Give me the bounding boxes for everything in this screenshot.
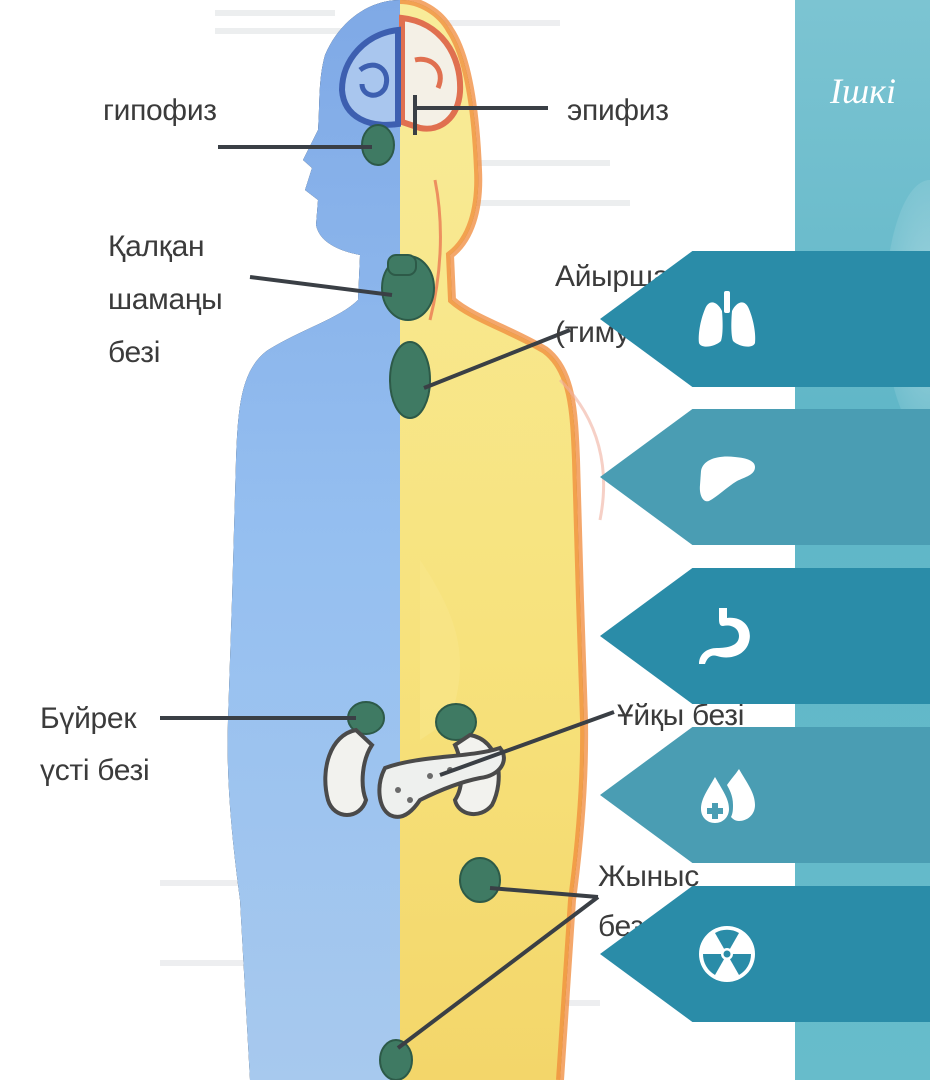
tab-shape (600, 886, 930, 1022)
tab-stomach[interactable] (600, 568, 930, 704)
tab-shape (600, 727, 930, 863)
tab-shape (600, 251, 930, 387)
label-hypophysis: гипофиз (103, 92, 217, 129)
label-adrenal-2: үсті безі (40, 752, 149, 789)
label-thyroid-2: шамаңы (108, 281, 222, 318)
stomach-icon (695, 606, 759, 666)
lungs-icon (695, 289, 759, 349)
blood-drops-icon (695, 765, 759, 825)
thymus-gland (390, 342, 430, 418)
label-thyroid-1: Қалқан (108, 228, 204, 265)
label-thyroid-3: безі (108, 334, 160, 371)
tab-radiation[interactable] (600, 886, 930, 1022)
tab-shape (600, 409, 930, 545)
label-adrenal-1: Бүйрек (40, 700, 136, 737)
ovary (460, 858, 500, 902)
tab-liver[interactable] (600, 409, 930, 545)
tab-blood[interactable] (600, 727, 930, 863)
testis (380, 1040, 412, 1080)
liver-icon (695, 447, 759, 507)
tab-shape (600, 568, 930, 704)
panel-title: Ішкі (830, 70, 896, 112)
label-epiphysis: эпифиз (567, 92, 669, 129)
radiation-icon (695, 924, 759, 984)
tab-lungs[interactable] (600, 251, 930, 387)
